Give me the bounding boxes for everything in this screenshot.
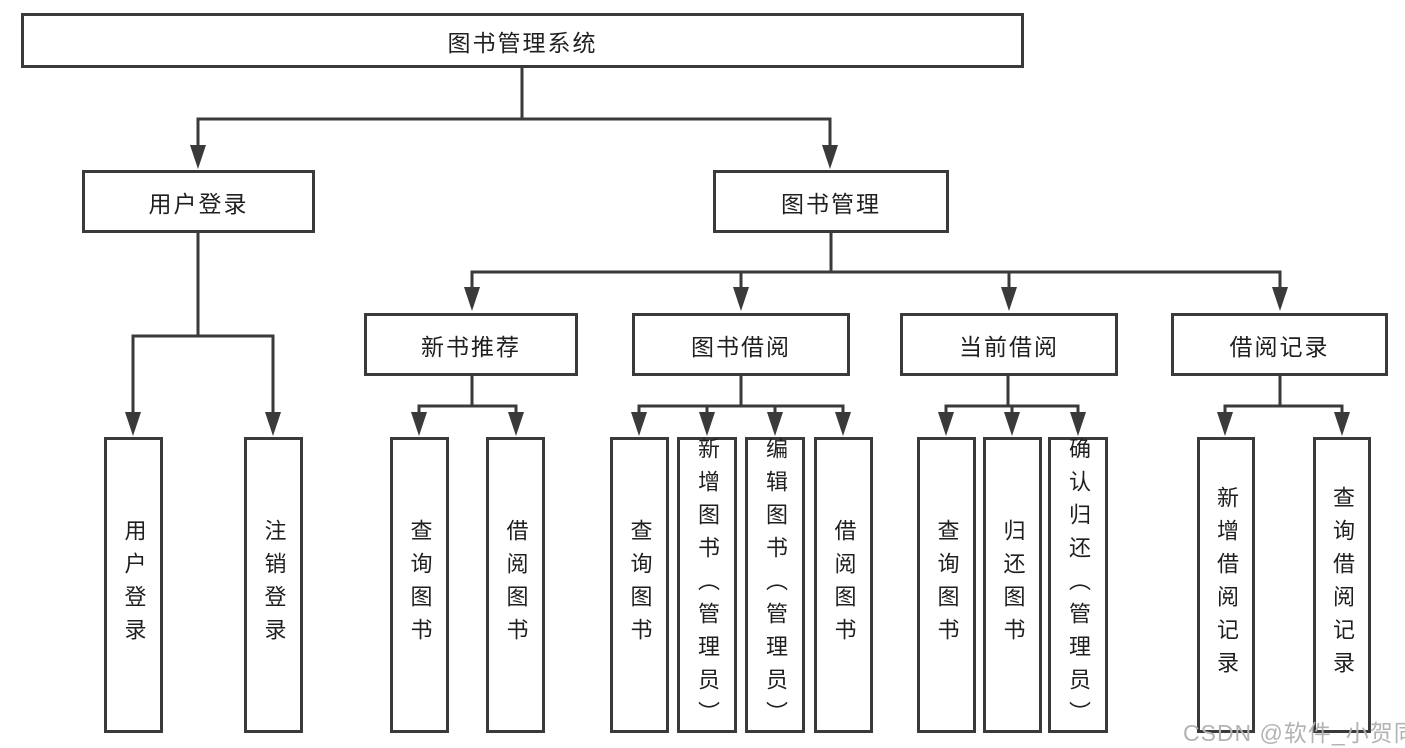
node-user-login-group-label: 用户登录	[148, 190, 249, 217]
connector-current-borrow-branch	[938, 373, 1086, 436]
leaf-borrow-add-books-admin: 新增图书（管理员）	[677, 436, 737, 734]
csdn-watermark: CSDN @软件_小贺同学	[1183, 720, 1405, 746]
leaf-borrow-edit-books-admin: 编辑图书（管理员）	[745, 436, 805, 734]
leaf-recommend-borrow-books: 借阅图书	[486, 437, 545, 733]
node-book-management-group: 图书管理	[713, 170, 949, 233]
leaf-current-confirm-return-admin: 确认归还（管理员）	[1048, 436, 1108, 734]
connector-book-management-branch	[464, 231, 1288, 311]
connector-user-login-branch	[125, 231, 281, 436]
node-borrowing-records: 借阅记录	[1171, 313, 1388, 376]
leaf-logout: 注销登录	[244, 437, 303, 733]
leaf-current-query-books: 查询图书	[917, 437, 976, 733]
leaf-records-query-record-label: 查询借阅记录	[1330, 486, 1355, 684]
leaf-records-query-record: 查询借阅记录	[1313, 437, 1371, 733]
connector-root-to-level2	[190, 66, 838, 169]
leaf-records-add-record: 新增借阅记录	[1197, 437, 1255, 733]
leaf-recommend-query-books-label: 查询图书	[407, 519, 433, 651]
node-root-system: 图书管理系统	[21, 13, 1024, 68]
leaf-user-login: 用户登录	[104, 437, 163, 733]
node-borrowing-records-label: 借阅记录	[1229, 333, 1330, 360]
node-new-book-recommend: 新书推荐	[364, 313, 578, 376]
leaf-recommend-query-books: 查询图书	[390, 437, 449, 733]
connector-new-book-branch	[411, 373, 524, 436]
leaf-borrow-query-books: 查询图书	[610, 437, 669, 733]
node-book-management-group-label: 图书管理	[781, 190, 881, 217]
node-new-book-recommend-label: 新书推荐	[421, 333, 521, 360]
node-current-borrowing: 当前借阅	[900, 313, 1118, 376]
leaf-current-query-books-label: 查询图书	[934, 519, 960, 651]
leaf-borrow-edit-books-admin-label: 编辑图书（管理员）	[763, 436, 788, 734]
leaf-borrow-add-books-admin-label: 新增图书（管理员）	[695, 436, 720, 734]
leaf-borrow-borrow-books: 借阅图书	[814, 437, 873, 733]
leaf-borrow-query-books-label: 查询图书	[627, 519, 653, 651]
leaf-user-login-label: 用户登录	[121, 519, 147, 651]
node-book-borrowing: 图书借阅	[632, 313, 850, 376]
leaf-logout-label: 注销登录	[261, 519, 287, 651]
leaf-recommend-borrow-books-label: 借阅图书	[503, 519, 529, 651]
leaf-records-add-record-label: 新增借阅记录	[1214, 486, 1239, 684]
node-book-borrowing-label: 图书借阅	[691, 333, 791, 360]
connector-book-borrow-branch	[631, 373, 851, 436]
connector-borrow-records-branch	[1217, 373, 1350, 436]
node-current-borrowing-label: 当前借阅	[959, 333, 1059, 360]
node-user-login-group: 用户登录	[82, 170, 315, 233]
leaf-current-return-books: 归还图书	[983, 437, 1042, 733]
node-root-system-label: 图书管理系统	[447, 29, 598, 56]
leaf-current-confirm-return-admin-label: 确认归还（管理员）	[1066, 436, 1091, 734]
leaf-borrow-borrow-books-label: 借阅图书	[831, 519, 857, 651]
leaf-current-return-books-label: 归还图书	[1000, 519, 1026, 651]
